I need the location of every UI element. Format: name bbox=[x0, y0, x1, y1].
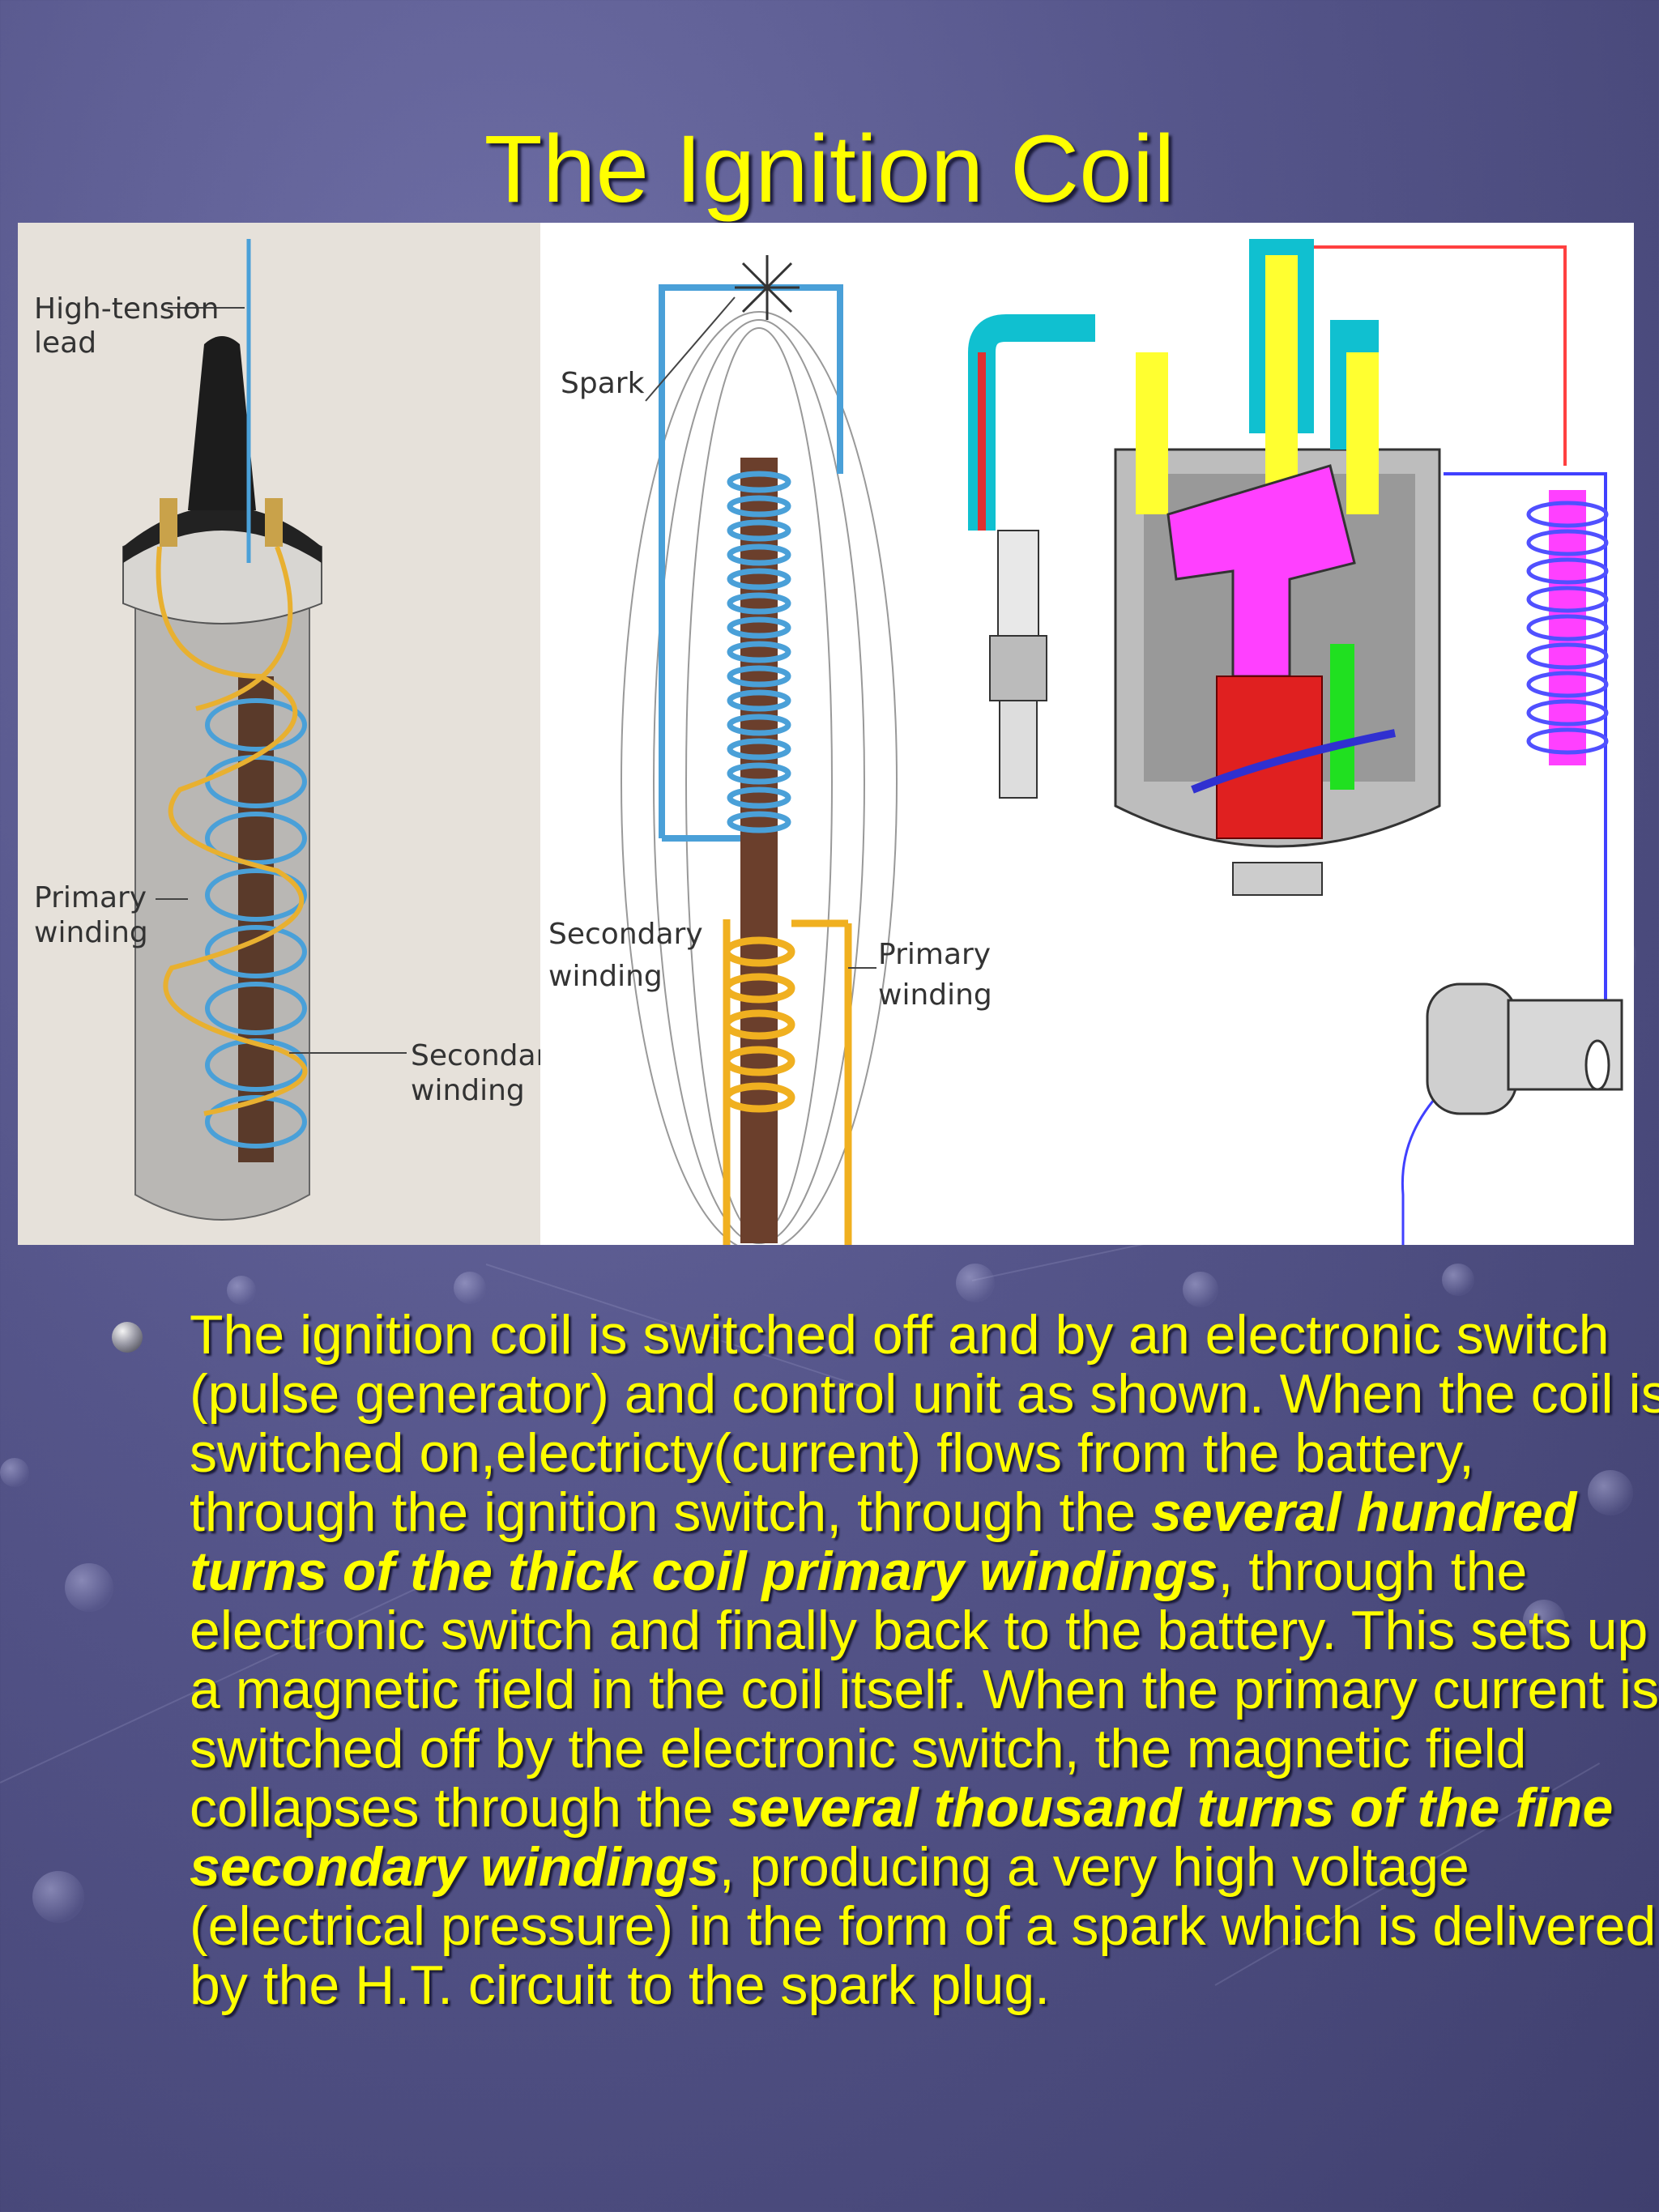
background-bubble bbox=[32, 1871, 84, 1923]
label-primary: Primary bbox=[34, 881, 147, 914]
bullet-icon bbox=[112, 1322, 143, 1353]
label-primary: Primary bbox=[878, 938, 991, 971]
bullet-emphasis: several thousand turns of the fine secon… bbox=[190, 1777, 1614, 1898]
slide-title: The Ignition Coil bbox=[484, 116, 1175, 224]
background-bubble bbox=[1523, 1600, 1565, 1642]
ignition-coil-figure: High-tension lead Primary winding Second… bbox=[18, 223, 1634, 1245]
distributor-system-panel bbox=[968, 223, 1634, 1245]
ignition-switch-icon bbox=[1426, 982, 1623, 1115]
bullet-text-part: The ignition coil is switched off and by… bbox=[190, 1304, 1659, 1543]
background-bubble bbox=[227, 1276, 256, 1305]
label-secondary-winding: winding bbox=[411, 1074, 525, 1107]
label-secondary: Secondary bbox=[548, 918, 703, 951]
bullet-emphasis: several hundred turns of the thick coil … bbox=[190, 1481, 1577, 1602]
background-bubble bbox=[65, 1563, 113, 1612]
label-primary-winding: winding bbox=[878, 978, 992, 1012]
spark-icon bbox=[735, 255, 800, 320]
background-bubble bbox=[1183, 1272, 1218, 1307]
label-primary-winding: winding bbox=[34, 916, 148, 949]
bullet-text-part: , producing a very high voltage (electri… bbox=[190, 1836, 1657, 2016]
label-high-tension: High-tension bbox=[34, 292, 219, 326]
coil-cutaway-panel: High-tension lead Primary winding Second… bbox=[18, 223, 565, 1245]
background-bubble bbox=[1442, 1264, 1474, 1296]
label-secondary-winding: winding bbox=[548, 960, 663, 993]
background-bubble bbox=[1588, 1470, 1633, 1515]
ignition-coil-icon bbox=[1526, 490, 1609, 765]
bullet-text-part: , through the electronic switch and fina… bbox=[190, 1541, 1659, 1839]
label-lead: lead bbox=[34, 326, 96, 360]
label-spark: Spark bbox=[561, 367, 645, 400]
label-secondary: Secondary bbox=[411, 1039, 565, 1072]
bullet-item: The ignition coil is switched off and by… bbox=[190, 1306, 1659, 2015]
background-bubble bbox=[0, 1458, 29, 1487]
background-bubble bbox=[454, 1272, 486, 1304]
coil-schematic-panel: Spark Secondary winding Primary winding bbox=[540, 223, 994, 1245]
spark-plug-icon bbox=[989, 530, 1047, 799]
background-bubble bbox=[956, 1264, 995, 1302]
